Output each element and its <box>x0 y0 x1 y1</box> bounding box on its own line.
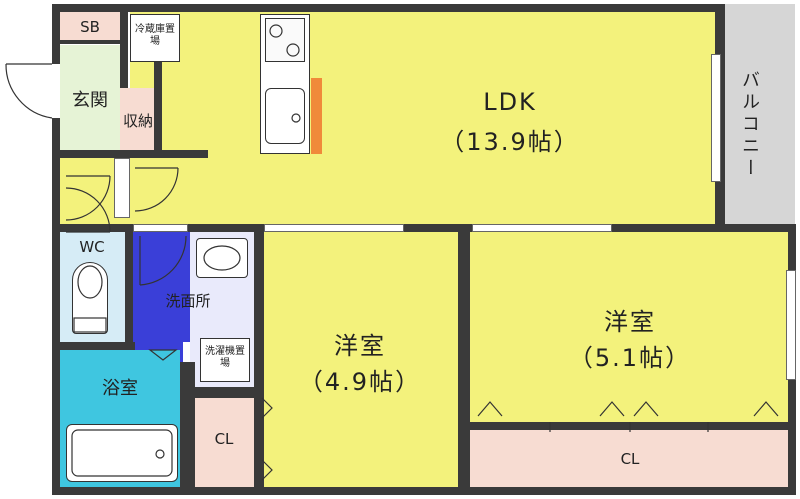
bathtub-inner <box>71 429 173 477</box>
storage-label: 収納 <box>122 112 153 130</box>
wall-closet1-north <box>180 387 260 398</box>
wall-between-bedrooms <box>458 224 470 495</box>
wash-basin <box>196 238 248 278</box>
outer-wall-left-lower <box>52 118 60 495</box>
basin-bowl <box>203 245 241 271</box>
shoebox-area <box>60 12 120 44</box>
toilet-bowl <box>77 265 103 299</box>
outer-wall-left-upper <box>52 4 60 64</box>
bedroom-2-size-label: （5.1帖） <box>568 344 692 372</box>
window-hall <box>114 158 130 218</box>
bedroom-2-area <box>470 232 788 422</box>
wall-shoebox-south <box>60 40 120 44</box>
washer-space <box>200 338 250 382</box>
window-bedroom-2-east <box>786 270 796 380</box>
ldk-door-swing <box>134 167 179 212</box>
fridge-space <box>130 14 180 62</box>
toilet-door-swing <box>65 187 111 233</box>
bedroom-2-label: 洋室 <box>604 308 656 336</box>
bath-label: 浴室 <box>102 378 138 399</box>
washroom-area <box>133 232 190 342</box>
ldk-size-label: （13.9帖） <box>440 128 580 156</box>
toilet-label: WC <box>79 238 105 256</box>
outer-wall-bottom <box>52 487 796 495</box>
fridge-label: 冷蔵庫置場 <box>135 24 175 47</box>
sink-drain <box>291 113 301 123</box>
wall-entrance-south <box>60 150 208 158</box>
closet-1-label: CL <box>214 430 234 448</box>
washroom-door-swing <box>139 235 187 286</box>
wall-toilet-east <box>125 232 133 350</box>
closet-1-area <box>195 398 255 487</box>
hall-door-swing <box>65 175 111 221</box>
stove <box>265 18 305 62</box>
closet-2-doors <box>477 401 779 417</box>
wall-bedroom1-west <box>254 232 264 495</box>
entrance-label: 玄関 <box>72 90 108 111</box>
bedroom-1-area <box>264 232 458 487</box>
entrance-area <box>60 45 120 150</box>
balcony-area <box>725 4 795 224</box>
window-bedroom-2-north <box>472 224 612 232</box>
wall-closet2-north <box>470 422 788 430</box>
washroom-step <box>148 349 178 361</box>
sink <box>265 88 305 144</box>
closet-2-area <box>470 430 788 487</box>
window-balcony <box>711 54 721 182</box>
window-bedroom-1-north <box>264 224 404 232</box>
bathtub <box>66 424 178 482</box>
toilet-tank <box>73 317 107 333</box>
wall-bath-north <box>60 342 135 350</box>
balcony-label: バルコニー <box>739 70 760 180</box>
counter-accent <box>311 78 322 154</box>
closet-1-doors <box>261 397 273 481</box>
washroom-label: 洗面所 <box>165 292 211 310</box>
ldk-area <box>130 12 715 224</box>
closet-2-partitions <box>549 422 709 432</box>
washer-label: 洗濯機置場 <box>205 346 245 369</box>
entrance-door-swing <box>5 63 53 119</box>
window-washroom <box>133 224 188 232</box>
burner-1 <box>269 24 283 38</box>
storage-area <box>120 88 156 150</box>
closet-2-label: CL <box>620 450 640 468</box>
wall-storage-east <box>154 62 162 154</box>
bath-drain <box>155 449 165 459</box>
shoebox-label: SB <box>80 18 100 36</box>
outer-wall-top <box>52 4 725 12</box>
ldk-label: LDK <box>483 88 537 116</box>
burner-2 <box>286 43 300 57</box>
bedroom-1-size-label: （4.9帖） <box>298 368 422 396</box>
bedroom-1-label: 洋室 <box>334 332 386 360</box>
wall-entrance-east <box>120 12 128 88</box>
